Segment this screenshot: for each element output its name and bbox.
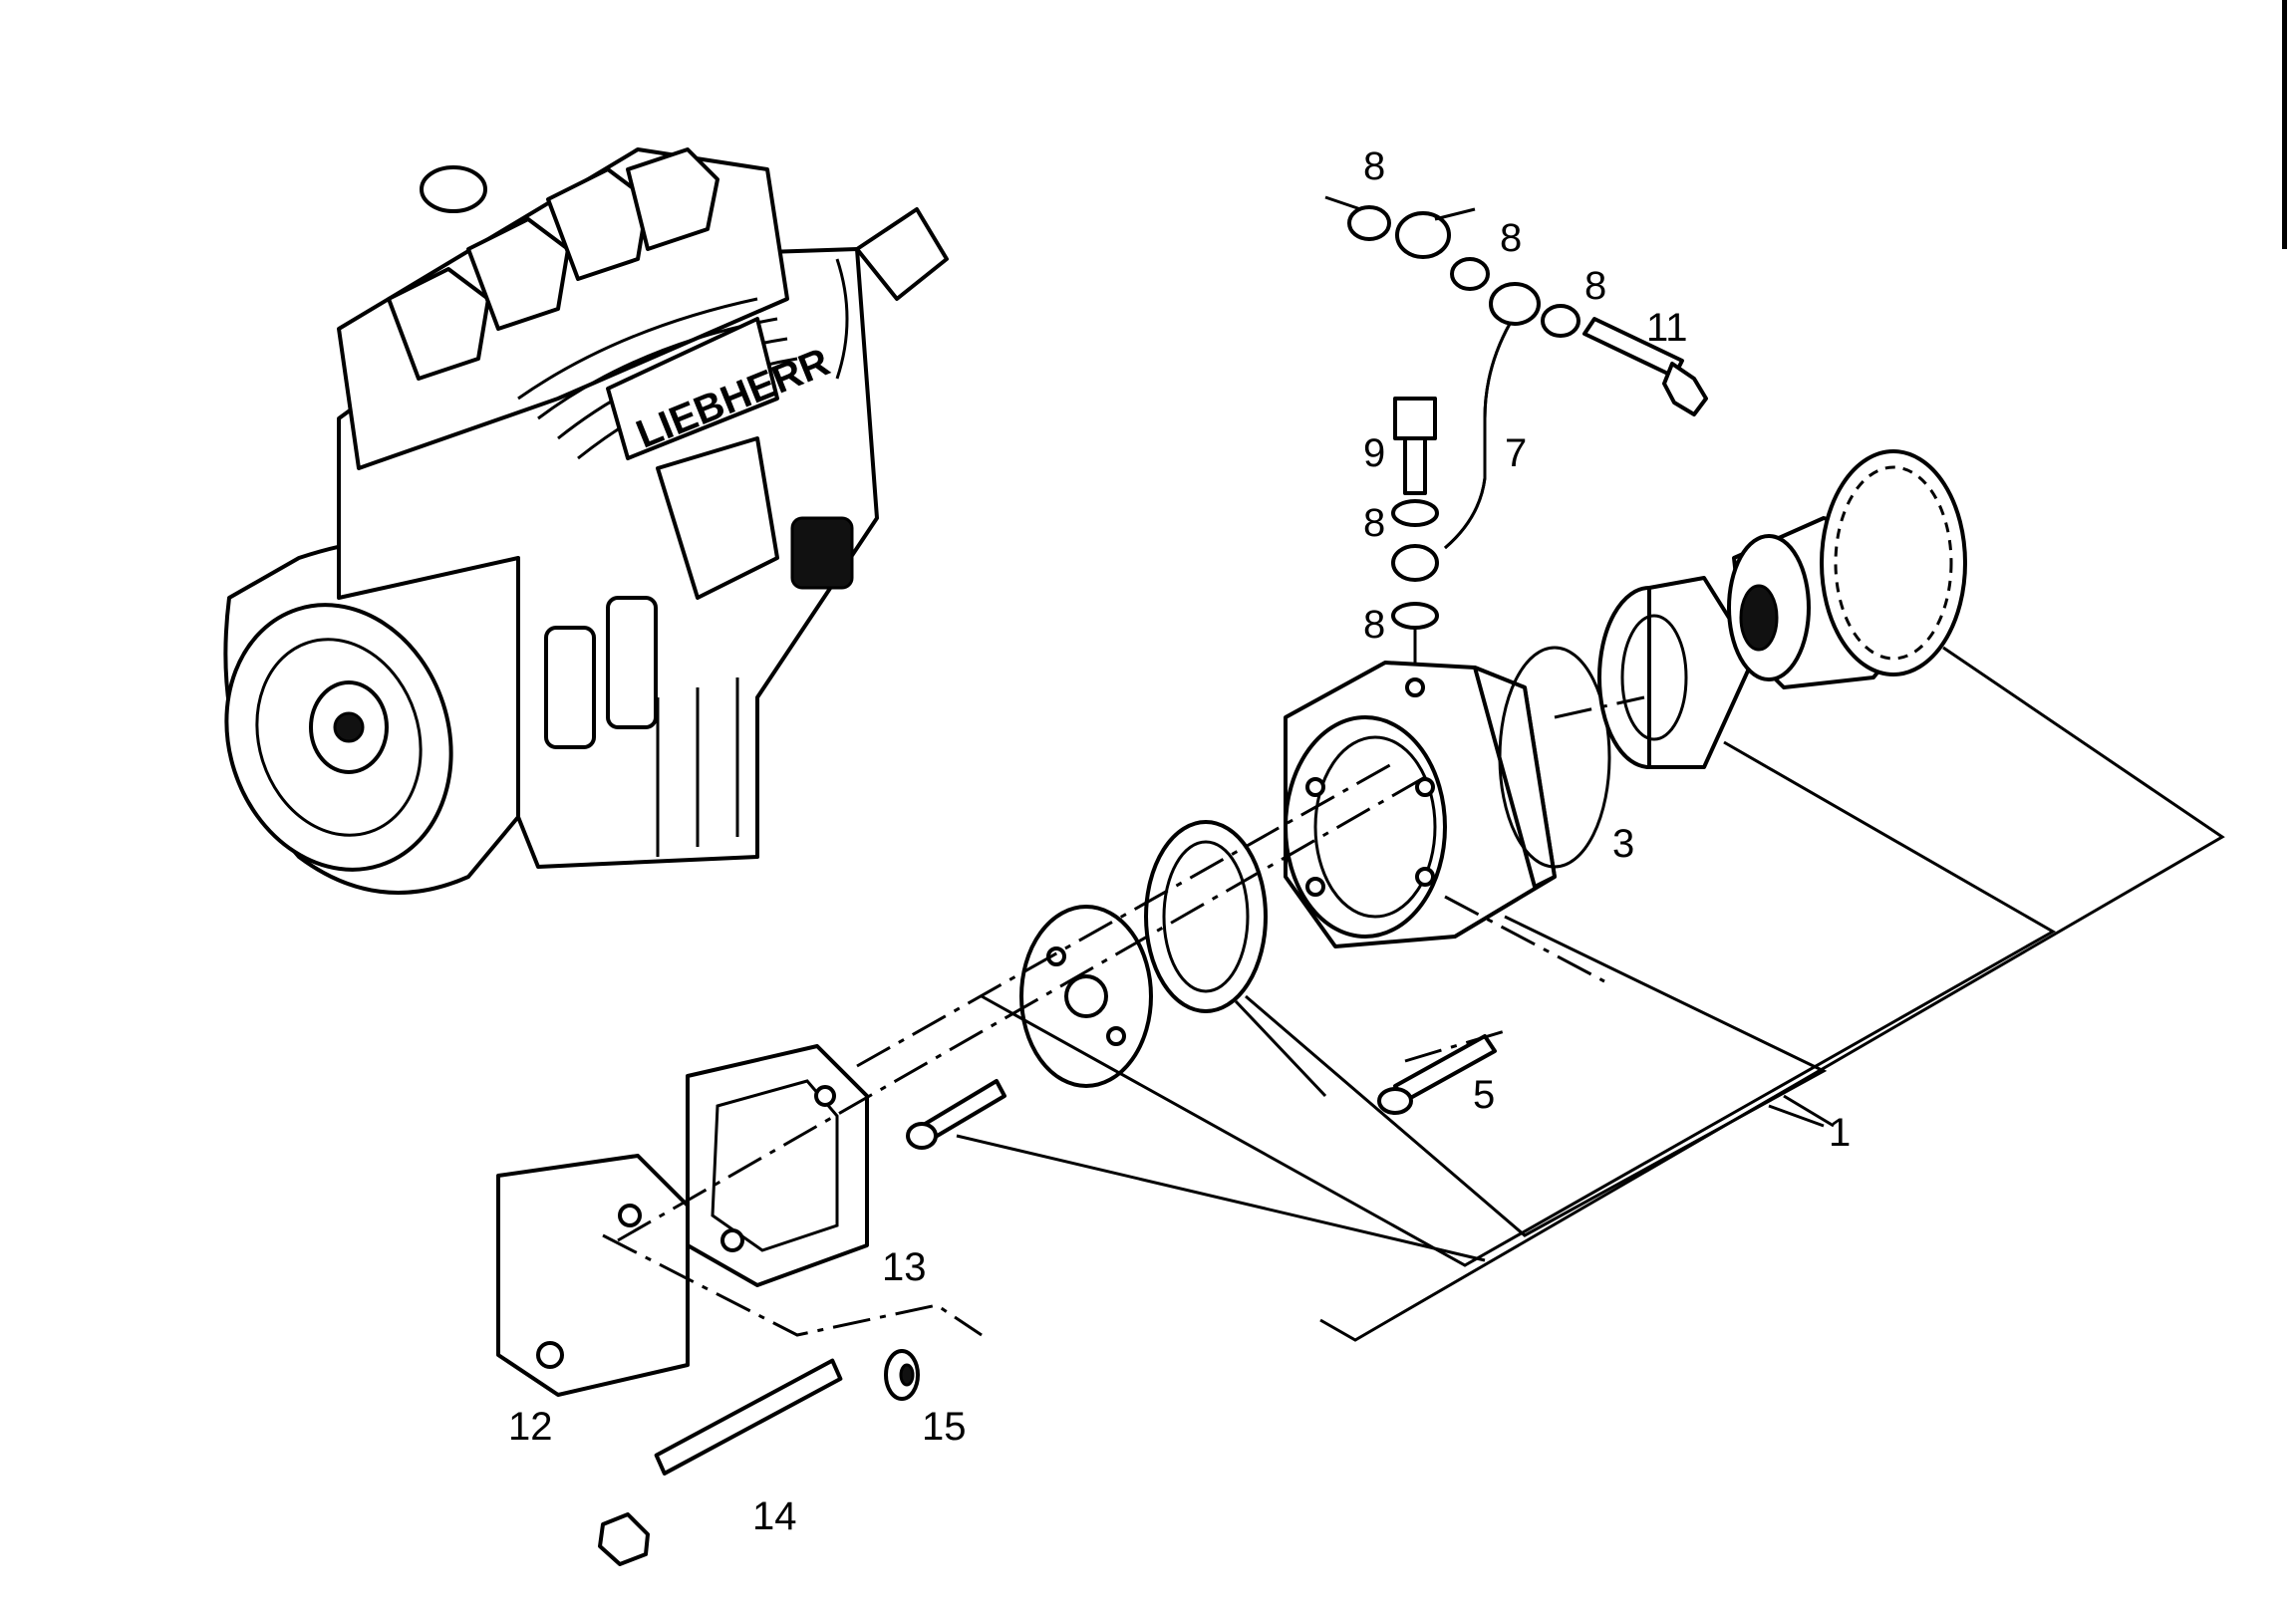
callout-12: 12 bbox=[508, 1405, 553, 1449]
cover-12 bbox=[496, 1154, 690, 1397]
gear bbox=[1820, 449, 1967, 676]
washer-8-lower2 bbox=[1391, 602, 1439, 630]
callout-8: 8 bbox=[1584, 264, 1606, 308]
callout-3: 3 bbox=[1612, 822, 1634, 866]
callout-5: 5 bbox=[1473, 1073, 1495, 1117]
callout-8: 8 bbox=[1363, 501, 1385, 545]
banjo-fitting-lower bbox=[1391, 544, 1439, 582]
washer-8-mid bbox=[1450, 257, 1490, 291]
gear-assembly bbox=[1597, 449, 1967, 769]
callout-8: 8 bbox=[1363, 144, 1385, 188]
callout-13: 13 bbox=[882, 1245, 927, 1289]
banjo-fitting-mid bbox=[1489, 282, 1541, 326]
washer-8-right bbox=[1541, 304, 1580, 338]
callout-labels: 8 8 8 11 9 7 8 8 3 5 1 13 12 15 14 bbox=[508, 144, 1851, 1538]
o-ring-3 bbox=[1498, 646, 1611, 869]
callout-1: 1 bbox=[1829, 1111, 1851, 1155]
callout-8: 8 bbox=[1500, 216, 1522, 260]
fuel-line-assembly bbox=[1324, 195, 1708, 677]
engine-illustration: LIEBHERR bbox=[223, 147, 949, 895]
gasket-ring bbox=[1144, 820, 1268, 1013]
callout-15: 15 bbox=[922, 1405, 967, 1449]
washer-8-lower1 bbox=[1391, 499, 1439, 527]
callout-7: 7 bbox=[1505, 431, 1527, 475]
banjo-fitting-top bbox=[1395, 211, 1451, 259]
callout-11: 11 bbox=[1646, 306, 1688, 350]
callout-8: 8 bbox=[1363, 603, 1385, 647]
assembly-axis-lines bbox=[602, 695, 1645, 1337]
washer-8-top bbox=[1347, 205, 1391, 241]
callout-9: 9 bbox=[1363, 431, 1385, 475]
callout-14: 14 bbox=[752, 1494, 797, 1538]
banjo-bolt-9 bbox=[1393, 397, 1437, 440]
banjo-bolt-11 bbox=[1582, 317, 1684, 379]
front-cover-parts bbox=[496, 820, 1497, 1566]
pump-housing bbox=[1284, 646, 1611, 948]
assembly-leader-lines bbox=[956, 646, 2225, 1342]
bolt-14 bbox=[654, 1358, 843, 1476]
scan-edge-mark bbox=[2282, 0, 2287, 249]
